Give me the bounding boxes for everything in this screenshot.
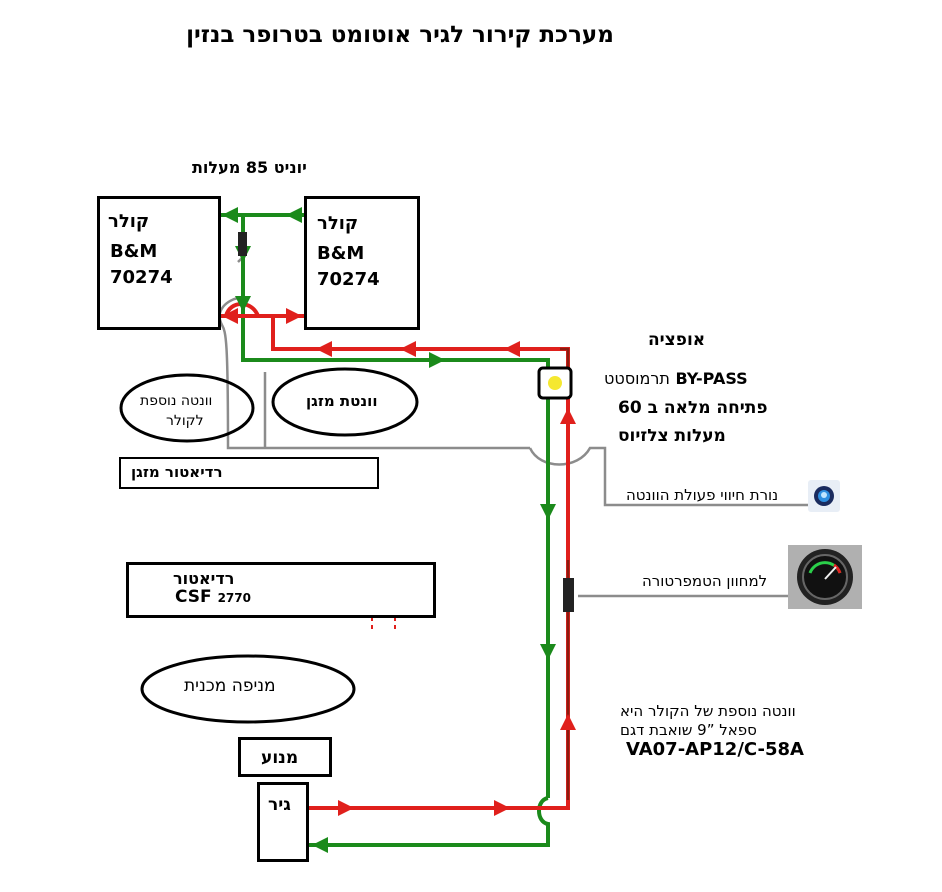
cooler-left-brand: B&M (110, 241, 158, 262)
wire-aux-fan (218, 296, 530, 450)
fan-note-line1: וונטה נוספת של הקולר היא (620, 702, 796, 720)
aux-fan-label-2: לקולר (166, 413, 204, 429)
thermostat-line1: פתיחה מלאה ב 60 (618, 398, 768, 418)
fan-note-model: VA07-AP12/C-58A (626, 739, 804, 760)
main-radiator: רדיאטור CSF 2770 (126, 562, 436, 618)
arrow-right-1 (429, 352, 445, 368)
thermostat-core (548, 376, 562, 390)
valve-unit (238, 232, 247, 256)
option-label: אופציה (648, 330, 706, 350)
radiator-brand: CSF (175, 587, 212, 607)
valve-label-prefix: יוניט (273, 158, 307, 177)
mechanical-fan-ellipse (140, 654, 356, 724)
thermostat-bypass: BY-PASS (675, 369, 748, 388)
ac-fan-label: וונטת מזגן (306, 392, 378, 410)
thermostat-label: תרמוסטט BY-PASS (604, 371, 748, 387)
arrow-down-4 (540, 644, 556, 660)
cooler-right-brand: B&M (317, 243, 365, 264)
ac-fan-ellipse (271, 367, 419, 437)
cooler-left: קולר B&M 70274 (97, 196, 221, 330)
cooler-right-model: 70274 (317, 269, 380, 290)
indicator-light-icon (808, 480, 840, 512)
hot-line-up (307, 398, 570, 810)
cooler-right-label: קולר (317, 213, 359, 234)
fan-note-line2: ספאל ”9 שואבת דגם (620, 721, 757, 739)
thermostat-suffix: תרמוסטט (604, 369, 670, 388)
ac-radiator: רדיאטור מזגן (119, 457, 379, 489)
radiator-model-line: CSF 2770 (175, 589, 251, 606)
engine-label: מנוע (261, 748, 299, 768)
cooler-left-model: 70274 (110, 267, 173, 288)
cooler-left-label: קולר (108, 211, 150, 232)
arrow-left-3 (312, 837, 328, 853)
aux-fan-label-1: וונטה נוספת (140, 393, 213, 409)
temp-sensor (563, 578, 574, 612)
arrow-left-2 (286, 207, 302, 223)
arrow-down-2 (235, 296, 251, 312)
indicator-light-label: נורת חיווי פעולת הוונטה (626, 486, 779, 504)
valve-label-value: 85 (245, 158, 269, 177)
mechanical-fan-label: מניפה מכנית (184, 676, 276, 696)
aux-fan-ellipse (119, 373, 255, 443)
engine-box: מנוע (238, 737, 332, 777)
valve-label-suffix: מעלות (192, 158, 241, 177)
radiator-model: 2770 (217, 591, 251, 605)
temperature-gauge-icon (788, 545, 862, 609)
gearbox-box: גיר (257, 782, 309, 862)
wire-indicator (528, 446, 808, 507)
arrow-down-3 (540, 504, 556, 520)
arrow-left-1 (222, 207, 238, 223)
cold-line-bottom (307, 796, 550, 847)
temp-gauge-label: למחוון הטמפרטורה (642, 572, 768, 590)
valve-label: יוניט 85 מעלות (192, 160, 307, 176)
gearbox-label: גיר (268, 795, 291, 815)
radiator-label: רדיאטור (173, 569, 235, 588)
cooler-right: קולר B&M 70274 (304, 196, 420, 330)
ac-radiator-label: רדיאטור מזגן (131, 463, 223, 481)
page-title: מערכת קירור לגיר אוטומט בטרופר בנזין (186, 22, 614, 48)
thermostat-line2: מעלות צלזיוס (618, 426, 726, 446)
